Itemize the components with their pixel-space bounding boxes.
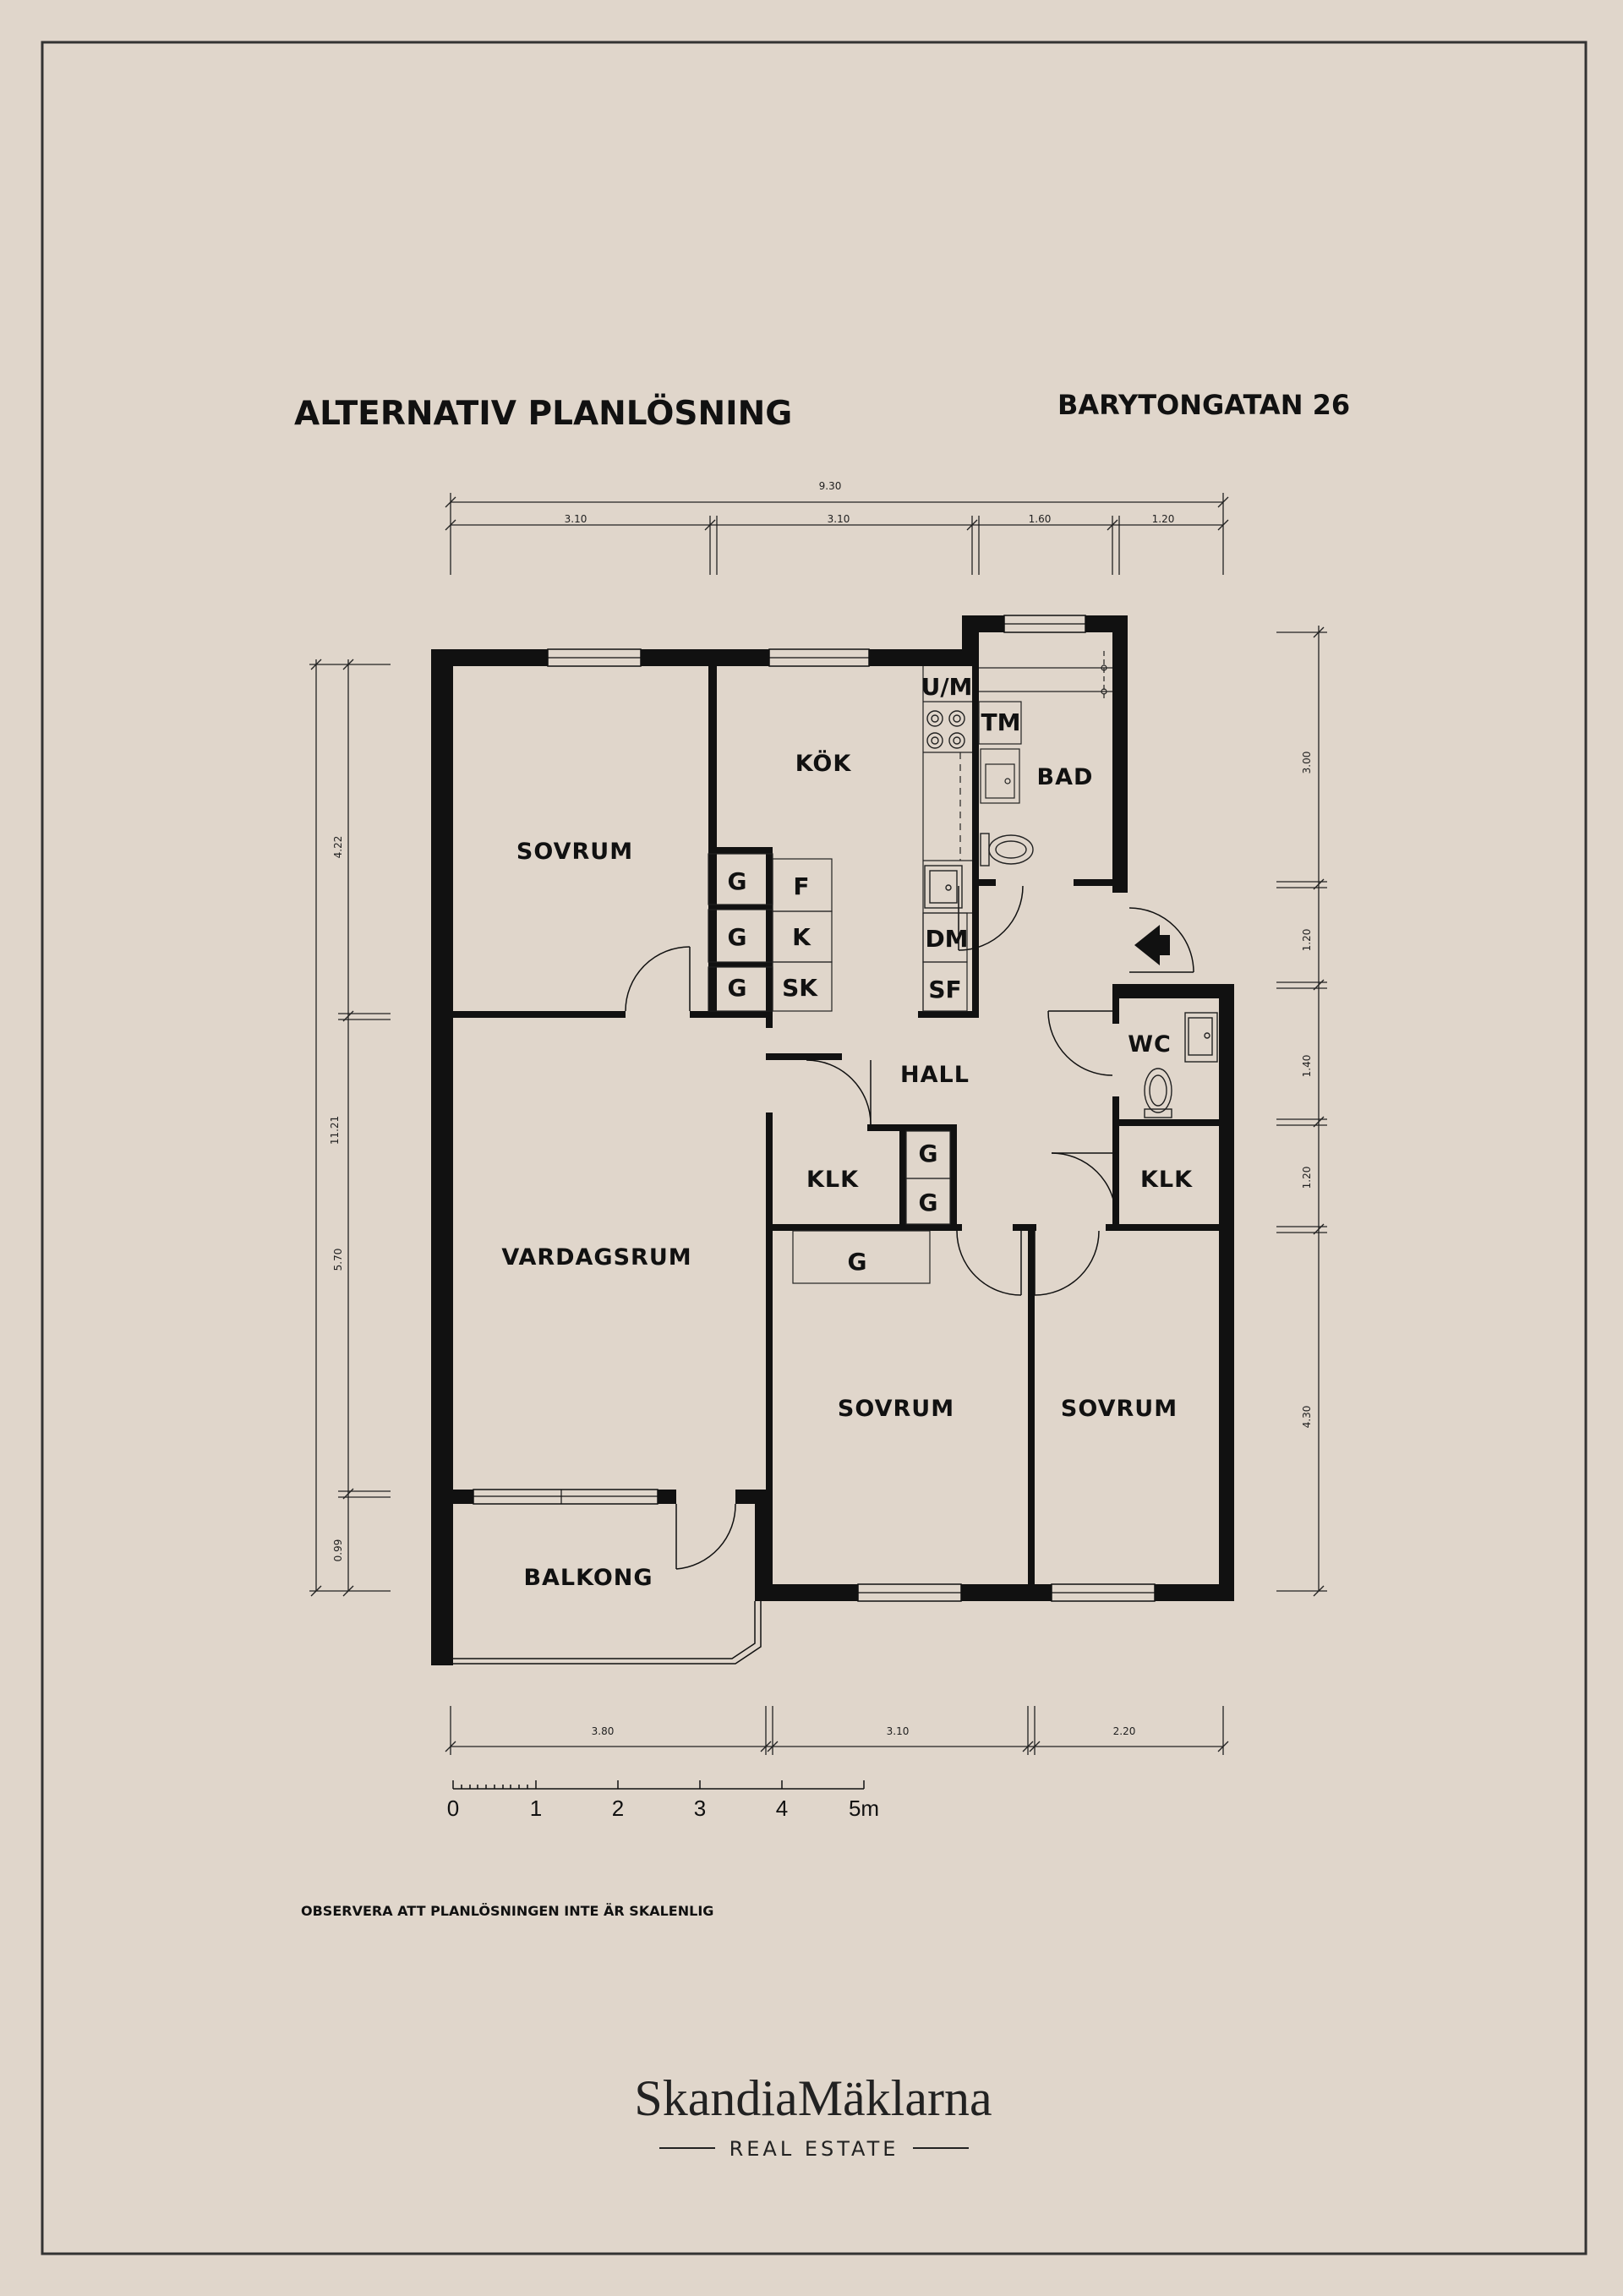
stove-icon [926, 710, 965, 749]
dim-bottom-3: 2.20 [1113, 1725, 1136, 1737]
top-dimension-lines [445, 493, 1229, 575]
dim-left-2: 5.70 [332, 1249, 344, 1271]
fixture-label-dm: DM [925, 925, 968, 953]
brand-tagline: REAL ESTATE [730, 2137, 899, 2161]
room-label-wc: WC [1128, 1031, 1172, 1058]
dim-right-1: 3.00 [1301, 752, 1313, 774]
entrance-arrow-icon [1134, 925, 1170, 965]
room-label-klk: KLK [1140, 1167, 1193, 1193]
dim-right-2: 1.20 [1301, 929, 1313, 952]
doors [625, 885, 1194, 1570]
room-label-sovrum: SOVRUM [1061, 1396, 1178, 1422]
fixture-label-sk: SK [782, 974, 818, 1002]
kitchen-counter [922, 666, 972, 1011]
fixture-label-f: F [793, 872, 809, 900]
scale-label-4: 4 [776, 1796, 788, 1821]
dim-right-4: 1.20 [1301, 1167, 1313, 1189]
scale-label-3: 3 [694, 1796, 706, 1821]
dim-top-3: 1.60 [1029, 513, 1052, 525]
bathroom-toilet-icon [980, 833, 1034, 866]
dim-right-3: 1.40 [1301, 1055, 1313, 1078]
dim-top-total: 9.30 [819, 480, 842, 492]
dim-right-5: 4.30 [1301, 1406, 1313, 1429]
fixture-label-sf: SF [928, 976, 961, 1003]
room-label-balkong: BALKONG [523, 1565, 653, 1591]
dim-left-1: 4.22 [332, 836, 344, 859]
fixture-label-g: G [919, 1140, 938, 1167]
room-label-vardagsrum: VARDAGSRUM [501, 1244, 691, 1271]
dim-bottom-1: 3.80 [592, 1725, 615, 1737]
balcony-railing [453, 1601, 762, 1665]
room-label-kok: KÖK [795, 749, 852, 777]
windows [473, 615, 1156, 1602]
fixture-label-g: G [728, 923, 747, 951]
room-label-sovrum: SOVRUM [838, 1396, 954, 1422]
room-label-klk: KLK [806, 1167, 859, 1193]
page-frame [41, 41, 1587, 2255]
fixture-label-g: G [848, 1248, 867, 1276]
kitchen-sink-icon [924, 865, 963, 909]
room-label-hall: HALL [900, 1062, 970, 1088]
fixture-label-g: G [919, 1189, 938, 1216]
scale-label-5: 5m [849, 1796, 879, 1821]
fixture-label-tm: TM [981, 708, 1021, 736]
fixture-label-g: G [728, 867, 747, 895]
wc-fixtures [1144, 1012, 1218, 1118]
address: BARYTONGATAN 26 [1057, 389, 1350, 421]
dim-top-4: 1.20 [1152, 513, 1175, 525]
left-dimension-lines [309, 659, 391, 1597]
dim-bottom-2: 3.10 [887, 1725, 910, 1737]
dim-left-3: 0.99 [332, 1539, 344, 1562]
brand-logo: SkandiaMäklarna [634, 2070, 992, 2126]
bathroom-fixtures [979, 651, 1112, 804]
room-label-sovrum: SOVRUM [516, 839, 633, 865]
dim-top-2: 3.10 [828, 513, 850, 525]
room-label-bad: BAD [1037, 764, 1094, 790]
dim-left-total: 11.21 [329, 1116, 341, 1145]
storage-boxes [708, 701, 1022, 1284]
bottom-dimension-lines [445, 1706, 1229, 1755]
plan-title: ALTERNATIV PLANLÖSNING [294, 393, 792, 433]
fixture-label-k: K [792, 923, 812, 951]
right-dimension-lines [1276, 626, 1327, 1597]
disclaimer-note: OBSERVERA ATT PLANLÖSNINGEN INTE ÄR SKAL… [301, 1903, 713, 1919]
scale-label-1: 1 [530, 1796, 542, 1821]
scale-label-0: 0 [447, 1796, 459, 1821]
fixture-label-g: G [728, 974, 747, 1002]
fixture-label-um: U/M [921, 673, 973, 701]
scale-label-2: 2 [612, 1796, 624, 1821]
scale-bar [452, 1780, 865, 1790]
dim-top-1: 3.10 [565, 513, 587, 525]
